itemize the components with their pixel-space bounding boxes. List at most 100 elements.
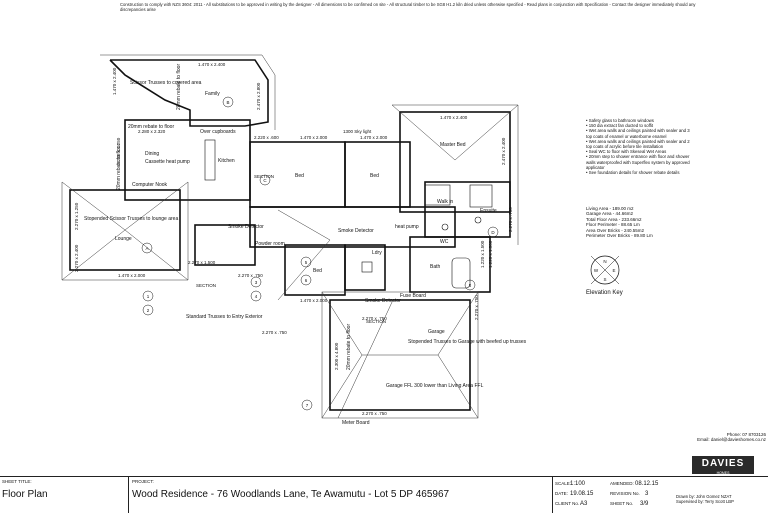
room-heat-pump: heat pump — [395, 224, 419, 230]
vanity-basin — [474, 216, 482, 224]
laundry-tub — [361, 261, 373, 273]
supervised-by: Supervised by: Terry Scott LBP — [676, 499, 734, 504]
section-label-3: SECTION — [254, 174, 274, 179]
compass-e: E — [612, 268, 615, 273]
sheet-title: Floor Plan — [2, 489, 48, 500]
area-item: Perimeter Over Bricks - 89.80 Lm — [586, 233, 653, 239]
dim-family-top: 1.470 x 2.400 — [198, 62, 226, 67]
elev-marker-d: D — [491, 230, 495, 235]
dim-right-vert1: 1.220 x 1.500 — [480, 240, 485, 268]
room-master-bed: Master Bed — [440, 142, 466, 148]
dim-garage-side: 2.300 x 4.800 — [334, 342, 339, 370]
dim-lounge-bot: 1.470 x 2.000 — [118, 273, 146, 278]
room-kitchen: Kitchen — [218, 158, 235, 164]
room-laundry: Ldry — [372, 250, 382, 256]
scale-label: SCALE: — [555, 481, 572, 486]
dim-lounge-side: 2.270 x 1.250 — [74, 202, 79, 230]
note-item: • 150 dia extract fan ducted to soffit — [586, 123, 654, 129]
shower — [469, 184, 493, 208]
wall-powder — [194, 224, 256, 266]
wall-family — [109, 59, 269, 127]
wall-ensuite — [424, 181, 511, 238]
dim-powder: 2.270 x 1.500 — [188, 260, 216, 265]
smoke-detector-1: Smoke Detector — [228, 224, 264, 230]
dim-garage-top: 2.270 x .750 — [362, 316, 387, 321]
garage-ffl-note: Garage FFL 300 lower than Living Area FF… — [386, 383, 484, 389]
section-label-1: SECTION — [196, 283, 216, 288]
smoke-detector-2: Smoke Detector — [338, 228, 374, 234]
area-item: Living Area - 189.00 m2 — [586, 206, 634, 211]
dim-master-top: 1.470 x 2.400 — [440, 115, 468, 120]
room-dining: Dining — [145, 151, 159, 157]
rebate-family: 20mm rebate to floor — [176, 64, 182, 110]
wall-master-bed — [399, 111, 511, 213]
wall-lounge — [69, 189, 181, 271]
marker-5: 5 — [305, 260, 308, 265]
client-label: CLIENT No. — [555, 501, 580, 506]
rebate-dining: 20mm rebate to floor — [116, 144, 122, 190]
dim-dining-rebate: 2.280 x 2.320 — [138, 129, 166, 134]
room-ensuite: Ensuite — [480, 208, 497, 214]
dim-skylight: 1300 Sky light — [343, 129, 372, 134]
room-garage: Garage — [428, 329, 445, 335]
room-walk-in: Walk in — [437, 199, 453, 205]
sheet-no-value: 3/9 — [640, 501, 649, 507]
marker-7: 7 — [306, 403, 309, 408]
revision-value: 3 — [645, 491, 649, 497]
scale-value: 1:100 — [570, 481, 586, 487]
marker-1: 1 — [147, 294, 150, 299]
date-value: 19.08.15 — [570, 491, 594, 497]
compass-w: W — [594, 268, 599, 273]
room-powder: Powder room — [255, 241, 285, 247]
dim-ensuite: 2.270 x .750 — [508, 207, 513, 232]
title-block: SHEET TITLE: Floor Plan PROJECT: Wood Re… — [0, 476, 768, 513]
compass-n: N — [603, 259, 606, 264]
contact-email: Email: daniel@davieshomes.co.nz — [697, 437, 766, 443]
room-over-cupboards: Over cupboards — [200, 129, 236, 135]
wall-hall — [249, 206, 456, 248]
note-item: • Seal WC to floor with Skeseal Wet Area… — [586, 149, 667, 155]
dim-master-side: 2.470 x 2.400 — [501, 137, 506, 165]
drawn-by-block: Drawn by: John Gomez NZAT Supervised by:… — [676, 494, 766, 504]
rebate-dining-top: 20mm rebate to floor — [128, 124, 174, 130]
dim-bed-w3: 1.470 x 2.000 — [360, 135, 388, 140]
garage-rebate: 20mm rebate to floor — [346, 324, 352, 370]
marker-6: 6 — [305, 278, 308, 283]
room-lounge: Lounge — [115, 236, 132, 242]
meter-board: Meter Board — [342, 420, 370, 426]
wall-laundry — [344, 244, 386, 291]
note-item: • Wet area walls and ceilings painted wi… — [586, 138, 690, 150]
dim-family-side: 2.470 x 2.800 — [256, 82, 261, 110]
section-label-2: SECTION — [366, 319, 386, 324]
room-cassette: Cassette heat pump — [145, 159, 190, 165]
smoke-detector-3: Smoke Detector — [365, 298, 401, 304]
project-title: Wood Residence - 76 Woodlands Lane, Te A… — [132, 489, 450, 500]
dim-lounge-side2: 2.270 x 2.400 — [74, 244, 79, 272]
elev-marker-a: A — [145, 246, 148, 251]
dim-entry: 2.270 x .750 — [238, 273, 263, 278]
bath-tub — [451, 257, 471, 289]
area-item: Area Over Bricks - 240.55m2 — [586, 227, 645, 233]
project-label: PROJECT: — [132, 479, 154, 484]
room-scissor-trusses: Scissor Trusses to covered area — [130, 80, 202, 86]
compass-s: S — [603, 277, 606, 282]
sheet-no-label: SHEET No. — [610, 501, 634, 506]
room-standard-trusses: Standard Trusses to Entry Exterior — [186, 314, 263, 320]
marker-8: 8 — [469, 283, 472, 288]
dim-garage-bot: 2.270 x .750 — [362, 411, 387, 416]
amended-label: AMENDED: — [610, 481, 634, 486]
dim-right-vert2: 1.220 x 1.500 — [488, 240, 493, 268]
floor-plan-drawing: Scissor Trusses to covered area Family D… — [61, 54, 620, 426]
davies-logo: DAVIES HOMES — [692, 456, 754, 475]
room-bed-2: Bed — [370, 173, 379, 179]
wall-bath — [409, 236, 491, 293]
dim-bed3-bot: 1.470 x 2.000 — [300, 298, 328, 303]
room-family: Family — [205, 91, 220, 97]
marker-4: 4 — [255, 294, 258, 299]
note-item: • 20mm step to shower entrance with floo… — [586, 154, 690, 170]
dim-bath-window: 2.270 x .750 — [262, 330, 287, 335]
amended-value: 08.12.15 — [635, 481, 659, 487]
compass-rose: N S W E — [590, 255, 620, 285]
elev-marker-b: B — [226, 100, 229, 105]
construction-notes: • Safety glass to bathroom windows • 150… — [586, 118, 696, 175]
